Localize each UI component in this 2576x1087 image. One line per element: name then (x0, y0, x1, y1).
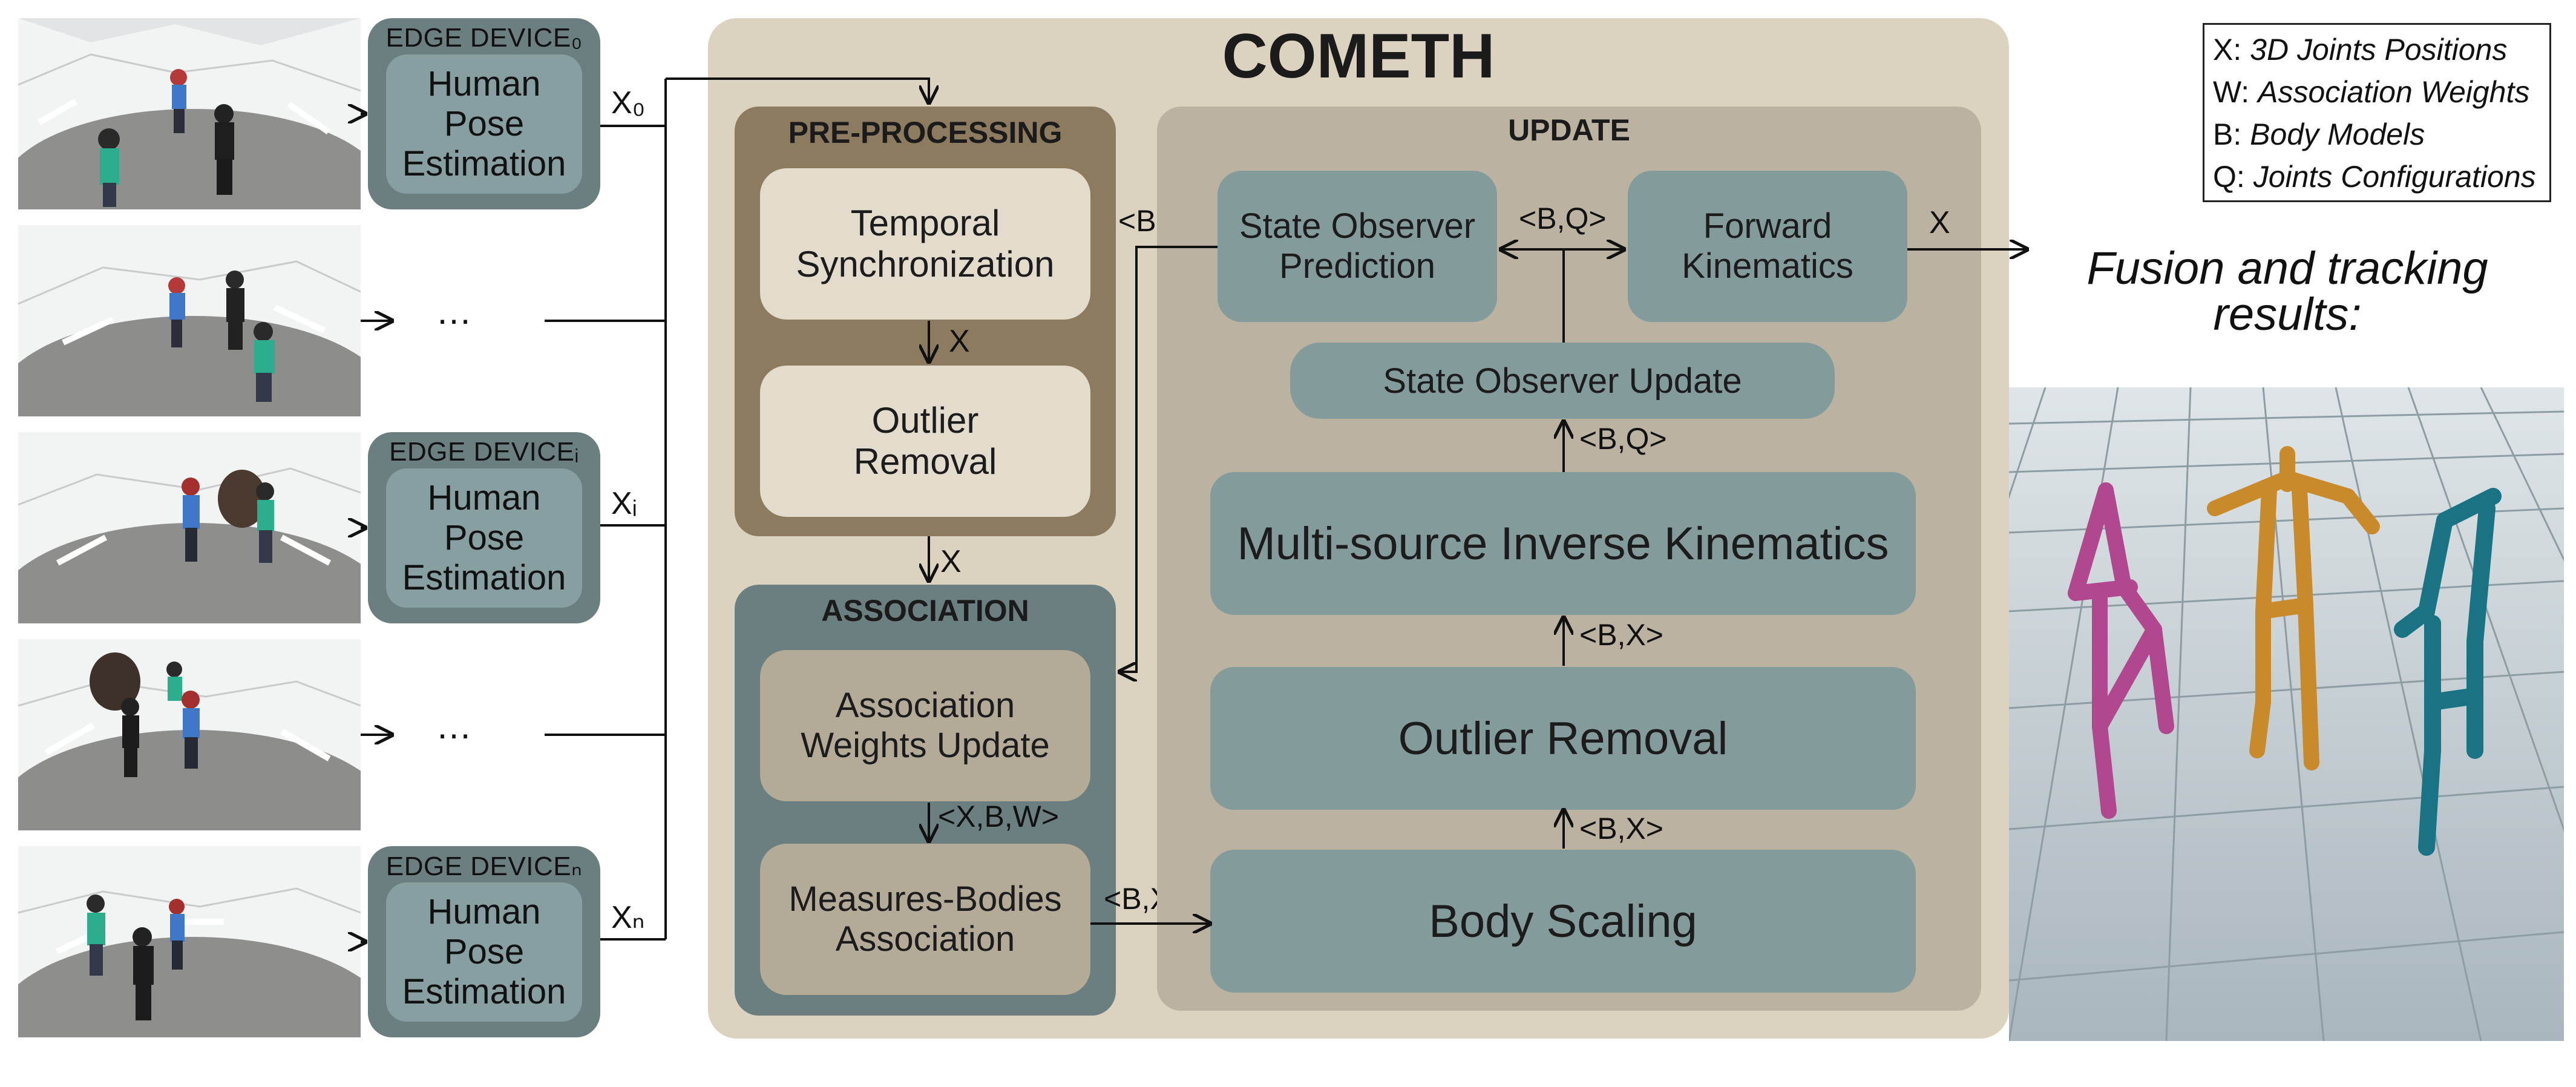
module-line: Pose (444, 104, 525, 143)
results-caption: Fusion and tracking results: (2015, 246, 2560, 338)
association-title: ASSOCIATION (821, 594, 1029, 628)
module-line: Pose (444, 932, 525, 971)
cometh-title: COMETH (1222, 21, 1495, 91)
arrow-label: X (940, 544, 962, 579)
camera-feed-3 (18, 639, 361, 830)
legend-item: B: Body Models (2213, 113, 2541, 156)
legend-value: Joints Configurations (2253, 160, 2536, 194)
update-title: UPDATE (1508, 113, 1630, 147)
ellipsis-dots: … (436, 706, 472, 746)
legend-value: Body Models (2250, 117, 2425, 151)
module-line: Human (427, 478, 541, 517)
box-line: Kinematics (1682, 246, 1853, 286)
box-line: Association (835, 919, 1015, 959)
edge-device-label: EDGE DEVICEₙ (385, 852, 583, 881)
module-line: Estimation (402, 144, 566, 183)
tracking-results-render (2009, 387, 2564, 1041)
outlier-removal-box: Outlier Removal (1210, 667, 1916, 810)
box-line: Association (835, 686, 1015, 725)
arrow-label: X (949, 324, 970, 359)
camera-image (18, 18, 361, 209)
legend-key: X: (2213, 33, 2242, 67)
box-line: Measures-Bodies (788, 879, 1062, 919)
legend: X: 3D Joints Positions W: Association We… (2203, 23, 2551, 202)
multi-source-inverse-kinematics-box: Multi-source Inverse Kinematics (1210, 472, 1916, 615)
skeleton-orange (2207, 446, 2380, 770)
camera-image (18, 846, 361, 1037)
legend-key: Q: (2213, 160, 2245, 194)
legend-value: 3D Joints Positions (2250, 33, 2508, 67)
legend-key: B: (2213, 117, 2242, 151)
legend-item: W: Association Weights (2213, 71, 2541, 113)
preprocessing-title: PRE-PROCESSING (788, 116, 1063, 149)
arrow-label: <X,B,W> (938, 800, 1060, 833)
module-line: Estimation (402, 558, 566, 597)
arrow-label: <B,Q> (1579, 422, 1667, 456)
edge-output-label: X₀ (611, 85, 646, 120)
camera-image (18, 639, 361, 830)
edge-output-label: Xₙ (611, 900, 645, 935)
legend-item: Q: Joints Configurations (2213, 156, 2541, 198)
skeleton-teal (2394, 488, 2502, 856)
arrow-label: <B,X> (1579, 812, 1663, 846)
box-line: State Observer (1239, 206, 1476, 246)
legend-key: W: (2213, 75, 2250, 109)
module-line: Pose (444, 518, 525, 557)
camera-image (18, 225, 361, 416)
box-line: Prediction (1279, 246, 1435, 286)
legend-item: X: 3D Joints Positions (2213, 28, 2541, 71)
skeleton-magenta (2068, 482, 2174, 819)
box-line: Outlier (871, 400, 979, 441)
module-line: Estimation (402, 972, 566, 1011)
box-line: Temporal (850, 203, 1000, 243)
caption-line: Fusion and tracking (2086, 243, 2488, 294)
box-line: Synchronization (796, 244, 1055, 284)
edge-device-label: EDGE DEVICE₀ (385, 23, 583, 53)
caption-line: results: (2213, 289, 2362, 340)
box-line: Removal (853, 441, 997, 482)
state-observer-update-box: State Observer Update (1290, 343, 1835, 419)
body-scaling-box: Body Scaling (1210, 850, 1916, 993)
arrow-label: <B,Q> (1519, 202, 1607, 235)
arrow-label: <B,X> (1579, 618, 1663, 652)
ellipsis-dots: … (436, 291, 472, 332)
box-line: Weights Update (801, 726, 1050, 765)
camera-feed-4 (18, 846, 361, 1037)
edge-output-label: Xᵢ (611, 486, 637, 521)
module-line: Human (427, 64, 541, 103)
camera-feed-2 (18, 432, 361, 623)
camera-feed-1 (18, 225, 361, 416)
box-line: Forward (1703, 206, 1832, 246)
module-line: Human (427, 892, 541, 931)
legend-value: Association Weights (2258, 75, 2530, 109)
camera-image (18, 432, 361, 623)
camera-feed-0 (18, 18, 361, 209)
edge-device-label: EDGE DEVICEᵢ (389, 437, 579, 467)
arrow-label: X (1929, 205, 1950, 240)
